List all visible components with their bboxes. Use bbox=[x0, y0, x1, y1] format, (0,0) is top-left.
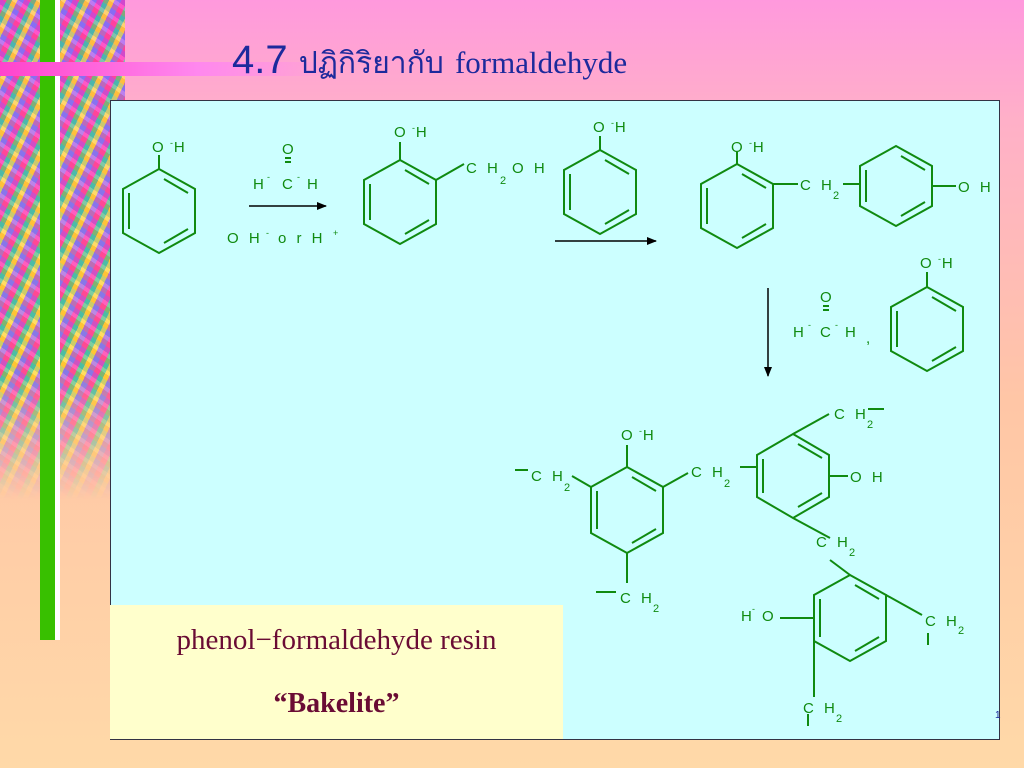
resin-ring-b bbox=[740, 408, 884, 539]
label-ho-ring-c: H O bbox=[741, 608, 777, 625]
svg-text:-: - bbox=[749, 138, 752, 148]
svg-text:-: - bbox=[611, 118, 614, 128]
svg-text:O H: O H bbox=[512, 160, 548, 177]
decorative-pink-bar bbox=[0, 62, 330, 76]
label-oh-bis: O H bbox=[731, 139, 767, 156]
svg-text:-: - bbox=[808, 320, 811, 330]
phenol-reagent bbox=[563, 136, 637, 236]
svg-text:-: - bbox=[412, 123, 415, 133]
title-english: formaldehyde bbox=[454, 45, 628, 80]
slide-number: 1 bbox=[995, 710, 1001, 721]
hydroxymethylphenol bbox=[363, 142, 465, 246]
label-ch2-ring-c-right: C H bbox=[925, 613, 960, 630]
label-formaldehyde2-o: O bbox=[820, 289, 835, 306]
label-catalyst: O H bbox=[227, 230, 263, 247]
svg-text:+: + bbox=[333, 228, 338, 238]
label-ch2-ring-ab: C H bbox=[691, 464, 726, 481]
decorative-pattern-strip bbox=[0, 0, 125, 500]
label-formaldehyde2-h1: H bbox=[793, 324, 807, 341]
label-ch2-bridge: C H bbox=[800, 177, 835, 194]
svg-text:-: - bbox=[170, 138, 173, 148]
label-ch2-ring-c-bottom: C H bbox=[803, 700, 838, 717]
decorative-white-bar bbox=[55, 0, 60, 640]
label-formaldehyde-h1: H bbox=[253, 176, 267, 193]
svg-text:-: - bbox=[267, 172, 270, 182]
phenol-reactant bbox=[122, 155, 196, 255]
resin-alias: “Bakelite” bbox=[273, 688, 400, 719]
methylene-bisphenol bbox=[700, 144, 956, 250]
label-oh-phenol: O H bbox=[152, 139, 188, 156]
svg-text:2: 2 bbox=[958, 625, 964, 637]
label-oh-hm: O H bbox=[394, 124, 430, 141]
formaldehyde-reagent bbox=[285, 157, 291, 163]
svg-text:-: - bbox=[266, 228, 269, 238]
svg-text:2: 2 bbox=[849, 547, 855, 559]
label-catalyst-acid: o r H bbox=[278, 230, 326, 247]
svg-text:2: 2 bbox=[833, 190, 839, 202]
label-oh-reagent2: O H bbox=[920, 255, 956, 272]
title-thai: ปฏิกิริยากับ bbox=[298, 46, 444, 81]
label-formaldehyde-o: O bbox=[282, 141, 297, 158]
label-ch2oh: C H bbox=[466, 160, 501, 177]
label-formaldehyde-h2: H bbox=[307, 176, 321, 193]
svg-text:-: - bbox=[639, 426, 642, 436]
svg-text:2: 2 bbox=[500, 175, 506, 187]
label-ch2-ring-a-bottom: C H bbox=[620, 590, 655, 607]
svg-text:-: - bbox=[752, 604, 755, 614]
label-oh-ring-b: O H bbox=[850, 469, 886, 486]
svg-text:2: 2 bbox=[836, 713, 842, 725]
label-formaldehyde2-c: C bbox=[820, 324, 834, 341]
label-oh-para: O H bbox=[958, 179, 994, 196]
down-arrow-reagents bbox=[823, 272, 964, 373]
resin-name: phenol−formaldehyde resin bbox=[176, 624, 497, 656]
decorative-green-bar bbox=[40, 0, 55, 640]
svg-text:2: 2 bbox=[564, 482, 570, 494]
resin-ring-c bbox=[780, 559, 929, 726]
label-formaldehyde2-h2: H bbox=[845, 324, 859, 341]
label-comma: , bbox=[866, 330, 873, 347]
title-number: 4.7 bbox=[232, 38, 288, 82]
label-ch2-ring-bc: C H bbox=[816, 534, 851, 551]
resin-ring-a bbox=[515, 445, 689, 593]
label-oh-reagent: O H bbox=[593, 119, 629, 136]
label-oh-ring-a: O H bbox=[621, 427, 657, 444]
svg-text:2: 2 bbox=[653, 603, 659, 615]
label-formaldehyde-c: C bbox=[282, 176, 296, 193]
label-ch2-ring-a-left: C H bbox=[531, 468, 566, 485]
svg-text:-: - bbox=[938, 254, 941, 264]
svg-text:2: 2 bbox=[867, 419, 873, 431]
svg-text:2: 2 bbox=[724, 478, 730, 490]
svg-text:-: - bbox=[835, 320, 838, 330]
caption-box bbox=[110, 605, 563, 739]
label-ch2-ring-b-top: C H bbox=[834, 406, 869, 423]
svg-text:-: - bbox=[297, 172, 300, 182]
page-title: 4.7 ปฏิกิริยากับ formaldehyde bbox=[232, 38, 627, 87]
